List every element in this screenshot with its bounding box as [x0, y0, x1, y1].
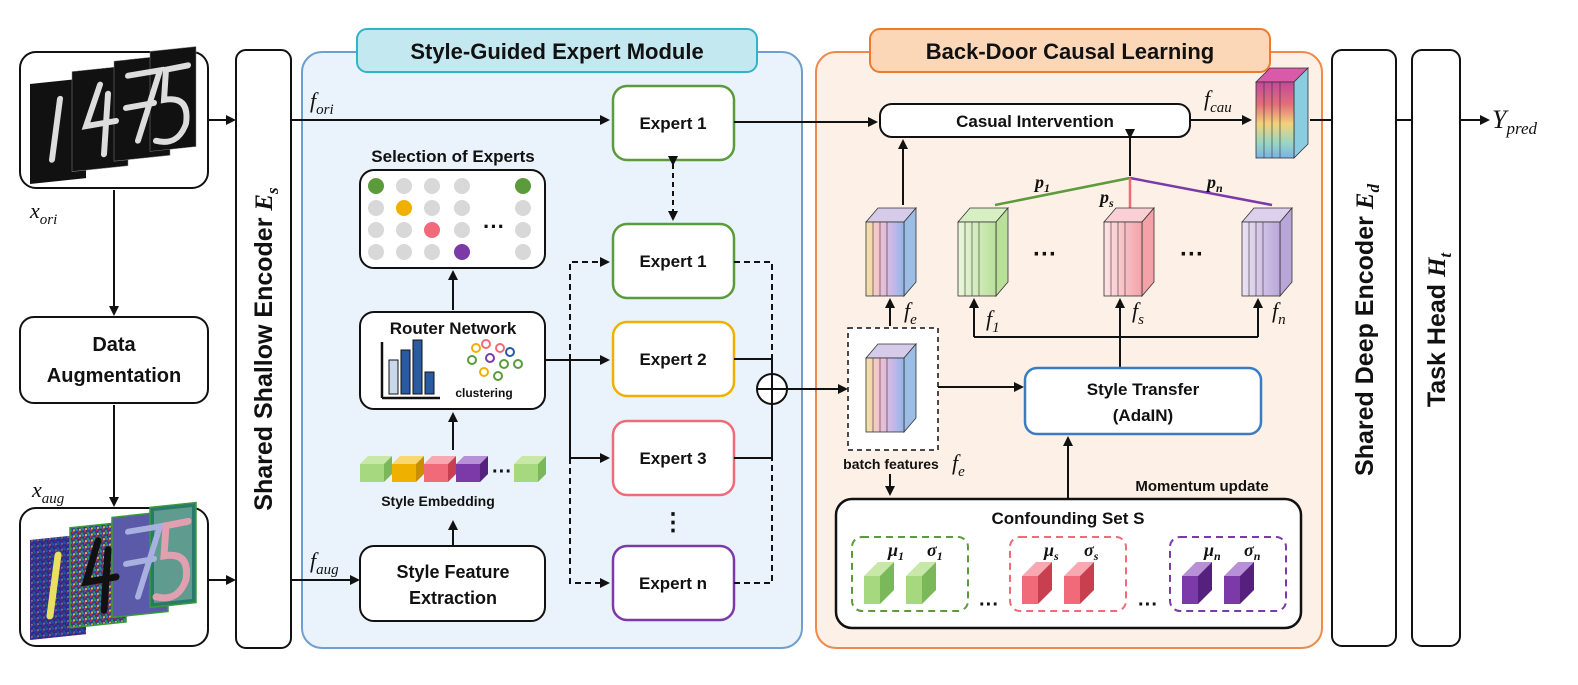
style-embedding-cubes	[360, 456, 546, 482]
expert-n-label: Expert n	[639, 574, 707, 593]
p1-label: p1	[1033, 172, 1050, 195]
module-title-box	[356, 28, 758, 73]
expert-1-label: Expert 1	[639, 252, 706, 271]
clustering-icon	[467, 339, 523, 381]
confound-ellipsis-2: ···	[1138, 594, 1158, 616]
x-ori-label: xori	[29, 198, 57, 228]
selection-box	[359, 169, 546, 269]
fe-label: fe	[904, 298, 917, 328]
fn-label: fn	[1272, 298, 1286, 328]
casual-intervention-label: Casual Intervention	[956, 112, 1114, 131]
selection-dots	[368, 178, 531, 260]
f-aug-label: faug	[310, 548, 339, 578]
mnist-stack	[30, 46, 197, 184]
shared-deep-encoder	[1331, 49, 1397, 647]
shared-shallow-encoder-label: Shared Shallow Encoder Es	[250, 187, 282, 511]
style-feature-line2: Extraction	[409, 588, 497, 608]
confound-group-s	[1009, 536, 1127, 612]
f1-tensor	[957, 206, 1009, 298]
f-e-tensor	[865, 206, 917, 298]
clustering-label: clustering	[455, 386, 512, 400]
expert-1-top-label: Expert 1	[639, 114, 706, 133]
batch-feature-tensor	[865, 342, 917, 434]
data-augmentation-line1: Data	[92, 334, 136, 356]
data-augmentation-line2: Augmentation	[47, 365, 181, 387]
data-augmentation-box	[19, 316, 209, 404]
f-ori-label: fori	[310, 88, 334, 118]
shared-deep-encoder-label: Shared Deep Encoder Ed	[1351, 184, 1383, 476]
style-embedding-label: Style Embedding	[381, 493, 495, 509]
causal-title: Back-Door Causal Learning	[926, 39, 1215, 64]
ps-label: ps	[1098, 187, 1114, 210]
sigmas-label: σs	[1084, 540, 1099, 563]
mu1-label: μ1	[887, 540, 904, 563]
momentum-update-label: Momentum update	[1135, 478, 1268, 495]
task-head-label: Task Head Ht	[1423, 252, 1455, 408]
fs-tensor	[1103, 206, 1155, 298]
style-feature-extraction-box	[359, 545, 546, 622]
expert-3-label: Expert 3	[639, 449, 706, 468]
sigman-label: σn	[1244, 540, 1261, 563]
task-head	[1411, 49, 1461, 647]
fn-tensor	[1241, 206, 1293, 298]
confounding-set-title: Confounding Set S	[992, 509, 1145, 528]
shared-shallow-encoder	[235, 49, 292, 649]
causal-title-box	[869, 28, 1271, 73]
style-transfer-line1: Style Transfer	[1087, 380, 1200, 399]
bar-chart-icon	[380, 339, 440, 400]
augmented-stack	[30, 501, 197, 640]
sigma1-label: σ1	[927, 540, 943, 563]
router-title: Router Network	[390, 319, 517, 338]
causal-ellipsis-2: ···	[1180, 241, 1204, 268]
expert-2-label: Expert 2	[639, 350, 706, 369]
style-transfer-line2: (AdaIN)	[1113, 406, 1173, 425]
selection-ellipsis: ···	[483, 214, 505, 239]
batch-fe-label: fe	[952, 450, 965, 480]
pn-label: pn	[1205, 172, 1223, 195]
f-cau-label: fcau	[1204, 86, 1232, 116]
confound-group-n	[1169, 536, 1287, 612]
style-feature-line1: Style Feature	[396, 562, 509, 582]
f-cau-tensor	[1255, 67, 1309, 159]
mun-label: μn	[1203, 540, 1221, 563]
module-title: Style-Guided Expert Module	[410, 39, 703, 64]
f1-label: f1	[986, 306, 1000, 336]
fs-label: fs	[1132, 298, 1144, 328]
mus-label: μs	[1043, 540, 1059, 563]
selection-title: Selection of Experts	[371, 147, 534, 166]
confound-ellipsis-1: ···	[979, 594, 999, 616]
style-transfer-box	[1023, 366, 1263, 436]
x-aug-label: xaug	[31, 477, 65, 507]
batch-features-label: batch features	[843, 456, 939, 472]
y-pred-label: Ypred	[1492, 105, 1537, 138]
sum-operator-icon	[756, 373, 788, 405]
confound-group-1	[851, 536, 969, 612]
causal-ellipsis-1: ···	[1033, 241, 1057, 268]
embed-ellipsis: ···	[492, 461, 512, 483]
expert-vdots: ⋮	[661, 509, 685, 536]
